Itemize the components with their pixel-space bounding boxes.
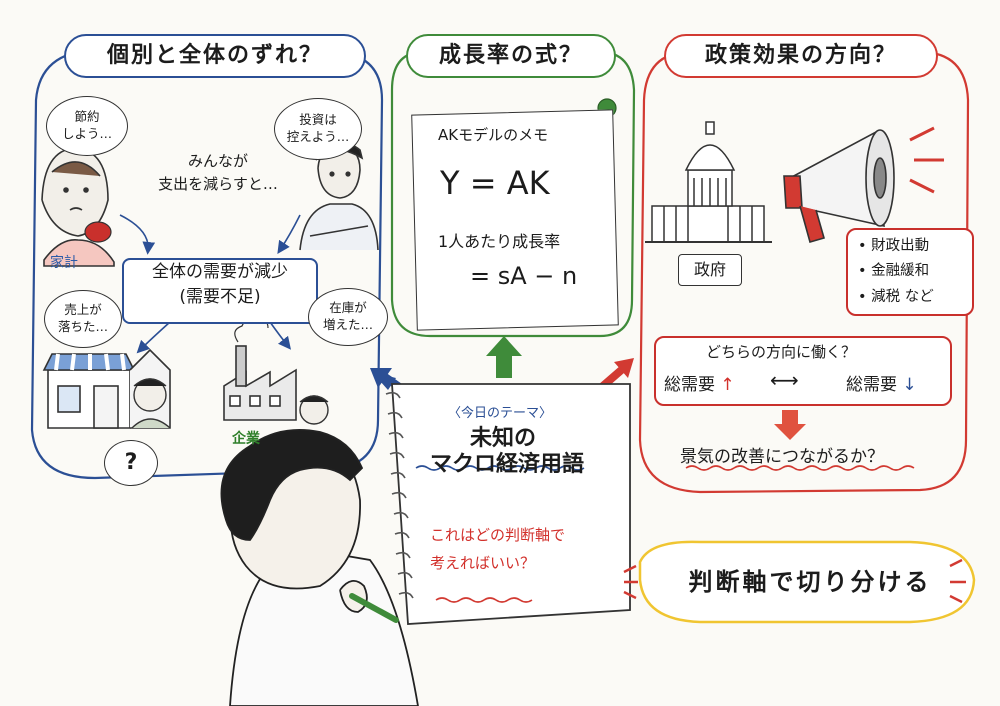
notebook-heading-line2: マクロ経済用語 — [430, 452, 585, 477]
down-arrow-icon: ↓ — [897, 375, 917, 395]
up-arrow — [486, 336, 522, 378]
household-label: 家計 — [50, 255, 78, 271]
production-formula: Y = AK — [440, 164, 550, 202]
factory-icon — [223, 319, 297, 421]
demand-decrease-label: 総需要 — [846, 375, 897, 395]
megaphone-icon — [783, 129, 895, 243]
double-arrow-icon: ⟷ — [770, 368, 799, 392]
direction-question: どちらの方向に働く？ — [706, 343, 857, 361]
notebook-theme: 〈今日のテーマ〉 — [448, 406, 553, 421]
household-person-icon — [41, 147, 115, 267]
government-label: 政府 — [678, 254, 742, 286]
policy-item: • 財政出動 — [858, 238, 930, 254]
capitol-icon — [645, 121, 772, 243]
right-panel-title: 政策効果の方向？ — [664, 34, 938, 78]
aggregate-demand-box: 全体の需要が減少 (需要不足) — [122, 258, 318, 324]
shop-thought-bubble: 売上が 落ちた… — [44, 290, 122, 348]
policy-list: • 財政出動 • 金融緩和 • 減税 など — [846, 228, 974, 317]
policy-item: • 減税 など — [858, 288, 934, 305]
left-panel-border — [30, 48, 384, 480]
left-panel-title: 個別と全体のずれ？ — [64, 34, 366, 78]
middle-panel-border — [390, 50, 636, 338]
growth-rate-label: 1人あたり成長率 — [438, 232, 561, 251]
notebook-question-line2: 考えればいい？ — [430, 554, 536, 572]
callout-border — [638, 540, 976, 624]
shop-owner-icon — [131, 378, 171, 429]
memo-title: AKモデルのメモ — [438, 126, 549, 144]
outcome-question: 景気の改善につながるか？ — [680, 447, 884, 467]
firm-thought-bubble: 在庫が 増えた… — [308, 288, 388, 346]
shop-icon — [42, 348, 171, 429]
callout-text: 判断軸で切り分ける — [688, 568, 932, 596]
middle-panel-title: 成長率の式？ — [406, 34, 616, 78]
firm-label: 企業 — [232, 431, 260, 447]
aggregate-demand-line2: (需要不足) — [179, 286, 261, 307]
demand-increase: 総需要 ↑ — [664, 370, 735, 395]
question-thought-bubble: ? — [104, 440, 158, 486]
demand-decrease: 総需要 ↓ — [846, 370, 917, 395]
piggy-bank-icon — [84, 221, 112, 243]
up-arrow-icon: ↑ — [715, 375, 735, 395]
household-thought-bubble: 節約 しよう… — [46, 96, 128, 156]
demand-increase-label: 総需要 — [664, 375, 715, 395]
policy-item: • 金融緩和 — [858, 263, 930, 280]
investor-thought-bubble: 投資は 控えよう… — [274, 98, 362, 160]
spending-cut-text: みんなが 支出を減らすと… — [158, 152, 278, 194]
right-panel-border — [638, 50, 970, 494]
growth-rate-formula: = sA − n — [470, 262, 578, 290]
pen-icon — [349, 593, 399, 623]
direction-box — [654, 336, 952, 406]
notebook-question-line1: これはどの判断軸で — [430, 526, 566, 544]
aggregate-demand-line1: 全体の需要が減少 — [152, 262, 288, 282]
notebook-icon — [385, 383, 631, 625]
notebook-heading-line1: 未知の — [470, 426, 537, 451]
down-arrow — [774, 410, 806, 440]
student-person-icon — [220, 429, 419, 706]
